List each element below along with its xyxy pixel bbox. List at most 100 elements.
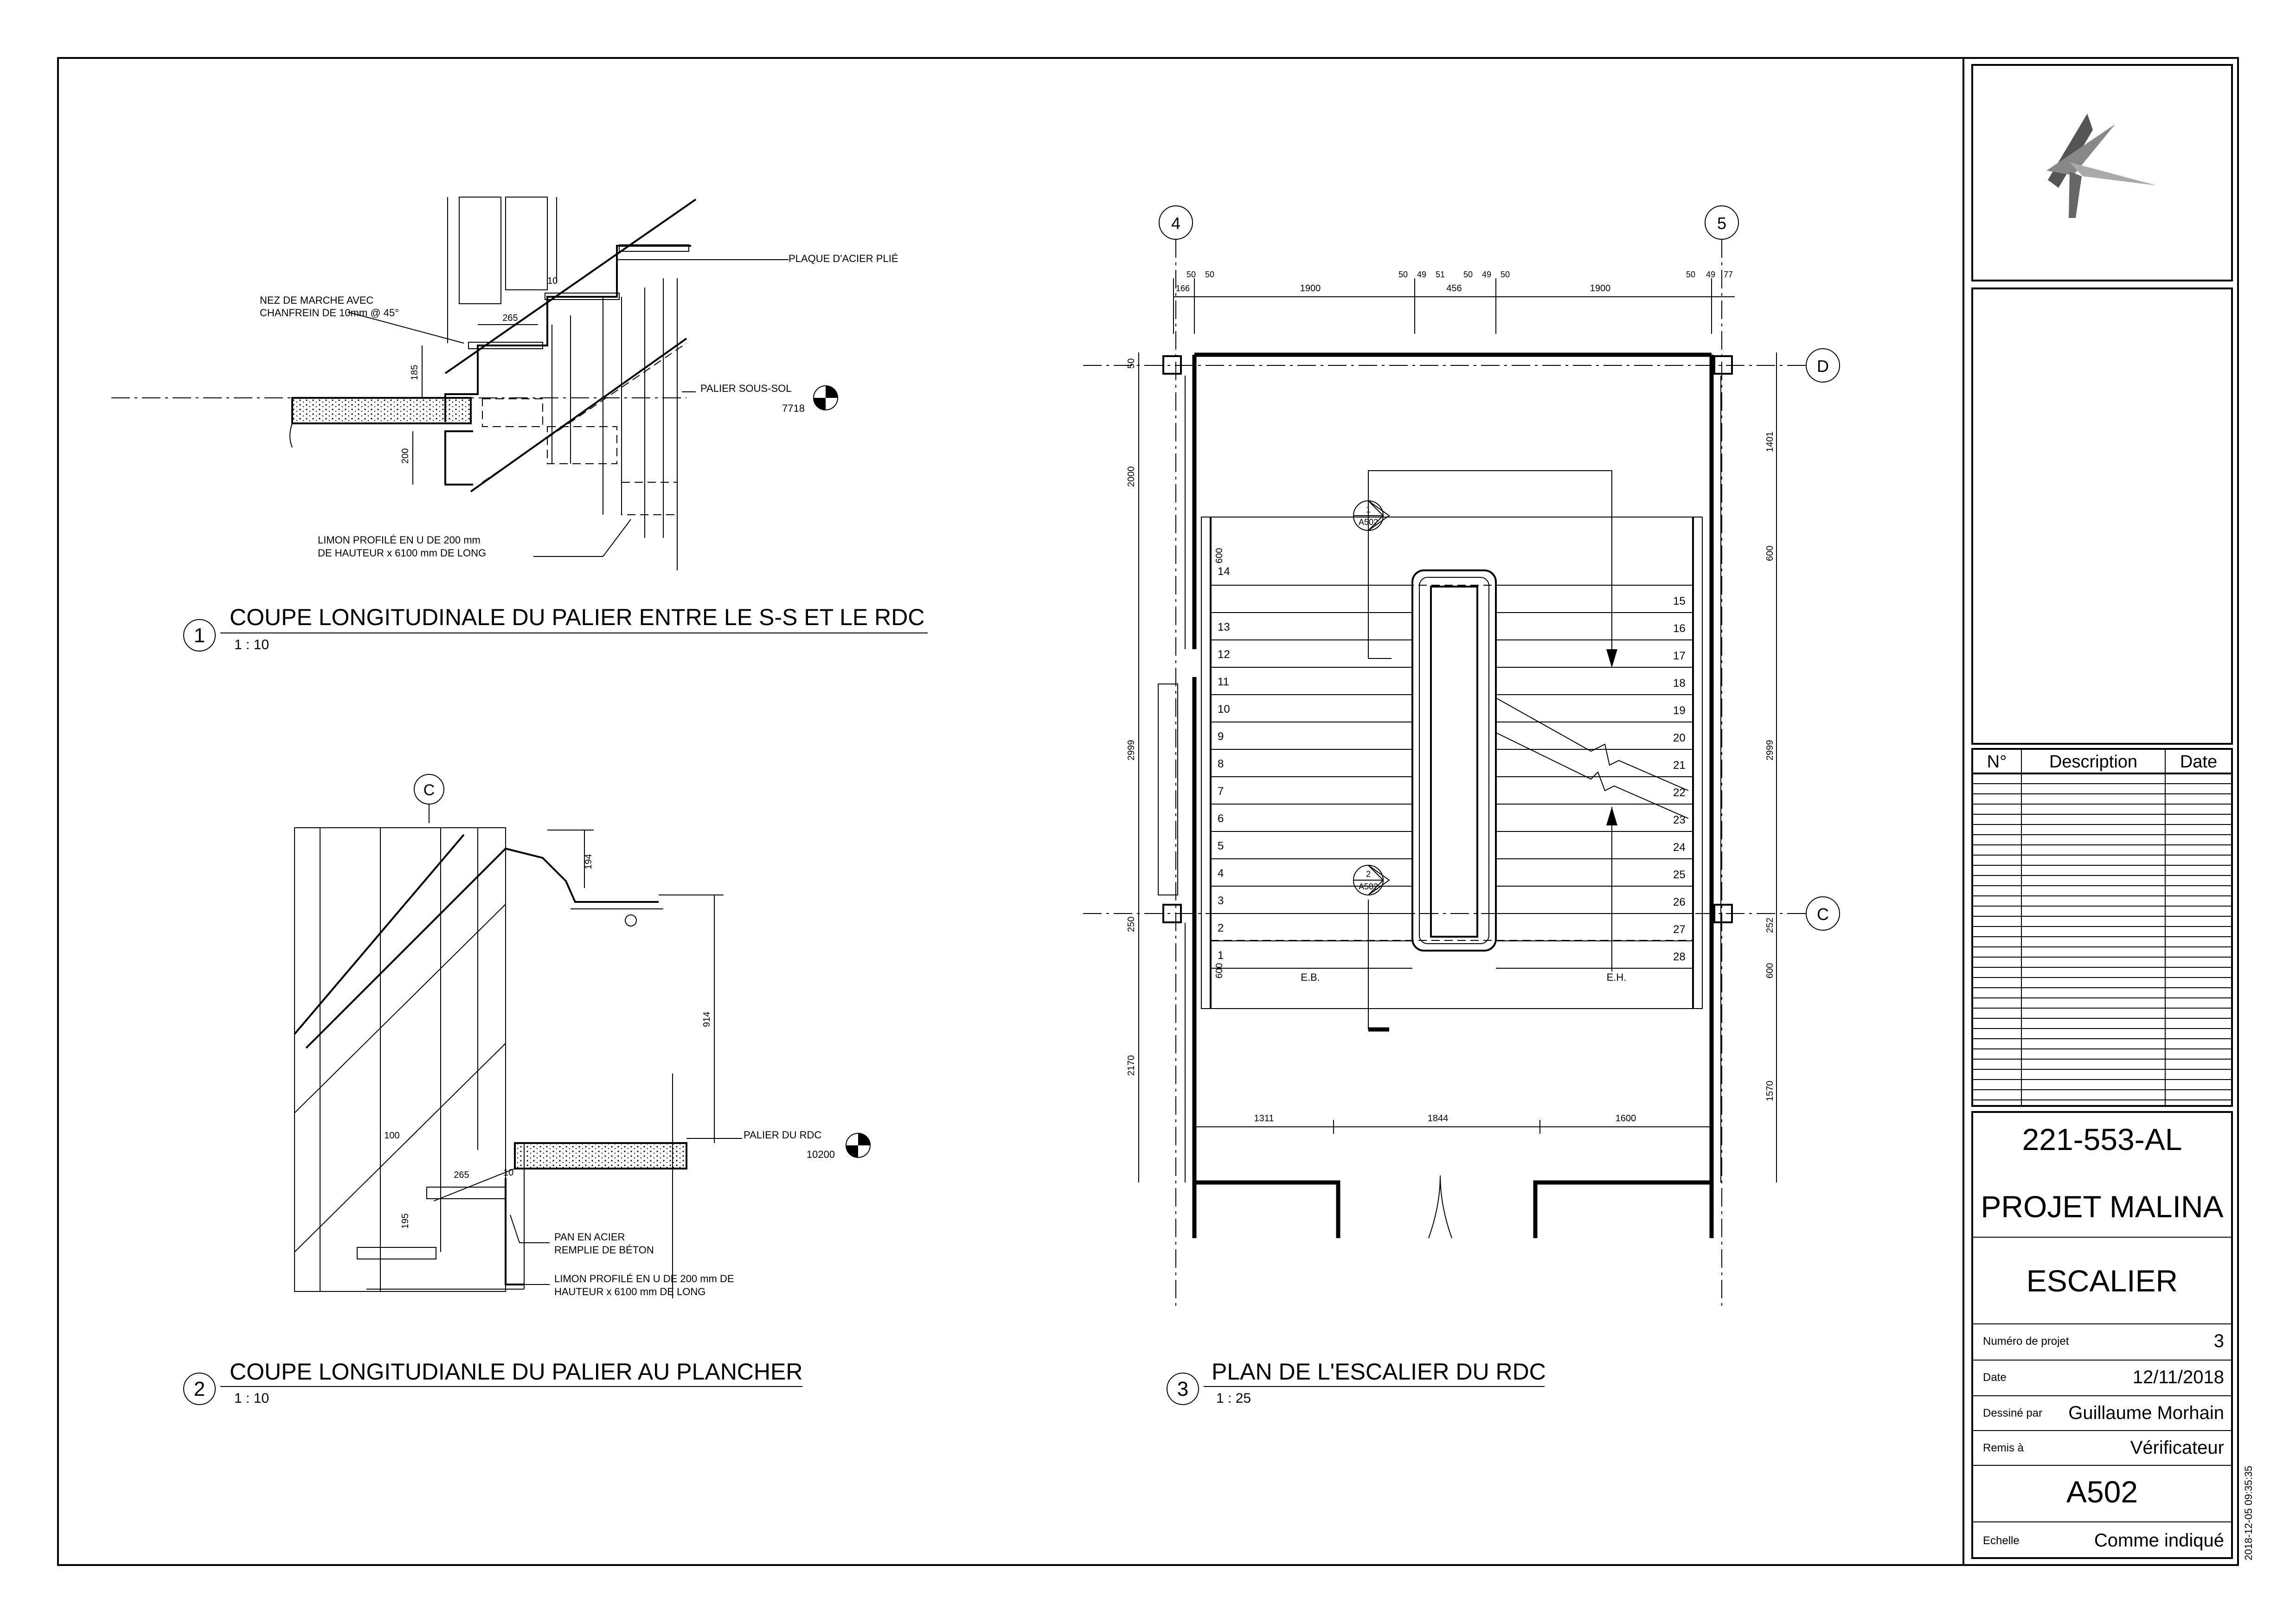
date-label: Date [1983, 1371, 2007, 1384]
s2-limon-label-1: LIMON PROFILÉ EN U DE 200 mm DE [554, 1273, 734, 1284]
stair-step-number: 1 [1218, 949, 1224, 962]
rev-header-no: N° [1987, 752, 2007, 772]
s1-dim-chamfer: 10 [547, 276, 558, 286]
plan-right-dim: 600 [1765, 546, 1775, 561]
plan-step-labels: 1413121110987654321151617181920212223242… [1218, 565, 1686, 963]
view-1-scale: 1 : 10 [234, 637, 269, 652]
view-2-number: 2 [194, 1378, 205, 1400]
stair-step-number: 18 [1673, 677, 1686, 690]
s1-dim-riser: 185 [410, 365, 420, 380]
plan-grid-c: C [1817, 905, 1829, 924]
plan-top-dim: 51 [1436, 270, 1445, 279]
checked-by-value: Vérificateur [2130, 1438, 2224, 1458]
plan-top-dim: 50 [1501, 270, 1510, 279]
plan-top-dim: 50 [1205, 270, 1214, 279]
plan-left-dim: 2999 [1126, 740, 1136, 761]
stair-step-number: 9 [1218, 730, 1224, 743]
logo-box [1971, 64, 2233, 281]
s2-palier-elevation: 10200 [807, 1149, 835, 1160]
view-1-number: 1 [194, 624, 205, 647]
checked-by-label: Remis à [1983, 1442, 2024, 1454]
plan-bottom-dim: 1844 [1428, 1113, 1449, 1124]
plan-top-dim: 1900 [1300, 283, 1321, 294]
revision-table [1971, 748, 2233, 1107]
rev-header-date: Date [2180, 752, 2217, 772]
view-1-marker [183, 619, 216, 652]
plan-section-mark-1-num: 1 [1366, 505, 1371, 514]
plan-section-mark-2-num: 2 [1366, 869, 1371, 879]
plan-left-dim: 600 [1214, 963, 1225, 978]
s1-palier-elevation: 7718 [782, 403, 805, 414]
stair-step-number: 23 [1673, 814, 1686, 826]
s1-dim-stringer: 200 [400, 448, 410, 464]
s2-dim-tread: 265 [454, 1170, 469, 1180]
stair-step-number: 8 [1218, 758, 1224, 770]
company-logo [2046, 114, 2157, 218]
print-timestamp: 2018-12-05 09:35:35 [2243, 1466, 2254, 1560]
stair-step-number: 15 [1673, 595, 1686, 607]
stair-step-number: 25 [1673, 869, 1686, 881]
stair-step-number: 10 [1218, 703, 1230, 716]
view-3-title: PLAN DE L'ESCALIER DU RDC [1212, 1359, 1546, 1385]
s2-dim-10: 10 [503, 1168, 513, 1178]
drawn-by-label: Dessiné par [1983, 1407, 2042, 1419]
sheet-name: ESCALIER [2027, 1264, 2178, 1298]
plan-grid-d: D [1817, 357, 1829, 376]
drawn-by-value: Guillaume Morhain [2068, 1403, 2224, 1423]
plan-top-dim: 49 [1417, 270, 1426, 279]
plan-top-dim: 49 [1482, 270, 1491, 279]
s1-dim-tread: 265 [502, 313, 518, 323]
scale-label: Echelle [1983, 1534, 2020, 1547]
project-number-value: 3 [2214, 1331, 2224, 1351]
plan-grid-4: 4 [1171, 214, 1180, 233]
view-3-number: 3 [1177, 1378, 1188, 1400]
view-2-marker [183, 1373, 216, 1405]
view-3-scale: 1 : 25 [1216, 1391, 1251, 1406]
plan-bottom-dim: 1600 [1616, 1113, 1636, 1124]
plan-top-dim: 50 [1686, 270, 1695, 279]
plan-drawing [1083, 205, 1840, 1308]
project-name: PROJET MALINA [1981, 1189, 2223, 1224]
stair-step-number: 22 [1673, 786, 1686, 799]
sheet-number: A502 [2066, 1475, 2138, 1509]
s2-dim-height: 914 [702, 1012, 712, 1027]
stair-step-number: 11 [1218, 676, 1229, 688]
stair-step-number: 2 [1218, 922, 1224, 934]
s1-plaque-label: PLAQUE D'ACIER PLIÉ [789, 253, 898, 264]
stair-step-number: 28 [1673, 951, 1686, 963]
plan-left-dim: 250 [1126, 917, 1136, 932]
s2-grid-c: C [423, 781, 435, 799]
stair-step-number: 26 [1673, 896, 1686, 908]
scale-value: Comme indiqué [2094, 1530, 2224, 1551]
s2-dim-riser: 195 [400, 1214, 410, 1229]
s1-limon-label-2: DE HAUTEUR x 6100 mm DE LONG [318, 547, 486, 559]
view-1-title: COUPE LONGITUDINALE DU PALIER ENTRE LE S… [230, 604, 925, 630]
s2-pan-label-2: REMPLIE DE BÉTON [554, 1244, 654, 1256]
rev-header-description: Description [2049, 752, 2137, 772]
view-3-marker [1167, 1373, 1199, 1405]
stair-step-number: 7 [1218, 785, 1224, 798]
stair-step-number: 4 [1218, 867, 1224, 880]
date-value: 12/11/2018 [2133, 1367, 2224, 1387]
project-number-label: Numéro de projet [1983, 1335, 2069, 1348]
s2-dim-100: 100 [384, 1131, 399, 1141]
stair-step-number: 20 [1673, 732, 1686, 744]
stair-step-number: 24 [1673, 841, 1686, 854]
view-2-title: COUPE LONGITUDIANLE DU PALIER AU PLANCHE… [230, 1359, 802, 1385]
plan-top-dim: 50 [1186, 270, 1196, 279]
plan-right-dim: 600 [1765, 963, 1775, 978]
project-number: 221-553-AL [2022, 1122, 2182, 1157]
plan-grid-5: 5 [1717, 214, 1726, 233]
plan-right-dim: 2999 [1765, 740, 1775, 761]
plan-right-dim: 252 [1765, 918, 1775, 933]
s1-nez-label-2: CHANFREIN DE 10mm @ 45° [260, 307, 399, 319]
plan-top-dim: 49 [1706, 270, 1715, 279]
plan-step-lines [1211, 585, 1693, 969]
plan-section-mark-1-ref: A502 [1359, 518, 1378, 527]
revision-rows [1972, 783, 2232, 1100]
plan-top-dim: 1900 [1590, 283, 1611, 294]
s2-dim-handrail: 194 [584, 854, 594, 869]
section-2-drawing [294, 774, 871, 1298]
stair-step-number: 16 [1673, 622, 1686, 635]
